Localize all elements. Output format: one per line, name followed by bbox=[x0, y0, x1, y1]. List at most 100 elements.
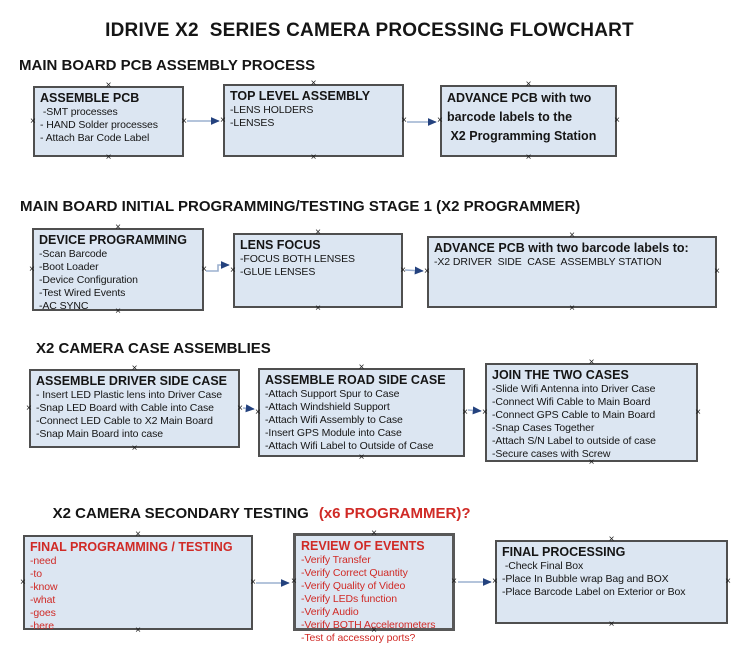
box-item: -Attach S/N Label to outside of case bbox=[492, 435, 656, 447]
box-final-programming-testing[interactable]: ×××× FINAL PROGRAMMING / TESTING -need -… bbox=[20, 530, 256, 636]
connection-anchor-icon: × bbox=[569, 230, 575, 241]
connection-anchor-icon: × bbox=[315, 227, 321, 238]
connection-anchor-icon: × bbox=[462, 406, 468, 418]
box-item: -Attach Support Spur to Case bbox=[265, 388, 400, 400]
box-header: REVIEW OF EVENTS bbox=[301, 539, 425, 553]
section-heading-initial-programming: MAIN BOARD INITIAL PROGRAMMING/TESTING S… bbox=[20, 198, 581, 215]
connection-anchor-icon: × bbox=[230, 264, 236, 276]
box-header: ASSEMBLE DRIVER SIDE CASE bbox=[36, 374, 228, 388]
connection-anchor-icon: × bbox=[358, 452, 365, 463]
box-item: - Insert LED Plastic lens into Driver Ca… bbox=[36, 389, 223, 401]
connection-anchor-icon: × bbox=[181, 115, 187, 127]
box-item: -Verify Transfer bbox=[301, 554, 371, 566]
connection-anchor-icon: × bbox=[26, 402, 32, 414]
flow-arrow-programming-to-lensfocus bbox=[206, 261, 230, 272]
box-device-programming[interactable]: ×××× DEVICE PROGRAMMING -Scan Barcode -B… bbox=[29, 223, 207, 317]
connection-anchor-icon: × bbox=[291, 576, 297, 587]
box-header: JOIN THE TWO CASES bbox=[492, 368, 629, 382]
box-item: -FOCUS BOTH LENSES bbox=[240, 253, 355, 265]
connection-anchor-icon: × bbox=[315, 303, 321, 314]
connection-anchor-icon: × bbox=[400, 264, 406, 276]
box-item: -Place Barcode Label on Exterior or Box bbox=[502, 586, 686, 598]
connection-anchor-icon: × bbox=[115, 222, 121, 233]
connection-anchor-icon: × bbox=[255, 406, 261, 418]
box-item: X2 Programming Station bbox=[447, 129, 597, 143]
box-header: FINAL PROCESSING bbox=[502, 545, 626, 559]
connection-anchor-icon: × bbox=[220, 114, 226, 126]
box-assemble-road-side-case[interactable]: × × × × ASSEMBLE ROAD SIDE CASE -Attach Sup… bbox=[255, 363, 468, 463]
connection-anchor-icon: × bbox=[131, 443, 138, 454]
box-item: -Insert GPS Module into Case bbox=[265, 427, 402, 439]
box-header: LENS FOCUS bbox=[240, 238, 321, 252]
connection-anchor-icon: × bbox=[525, 152, 532, 163]
box-item: -Attach Windshield Support bbox=[265, 401, 390, 413]
box-item: barcode labels to the bbox=[447, 110, 573, 124]
box-final-processing[interactable]: ×××× FINAL PROCESSING -Check Final Box -… bbox=[492, 535, 731, 630]
connection-anchor-icon: × bbox=[201, 263, 207, 275]
box-item: -to bbox=[30, 568, 42, 580]
connection-anchor-icon: × bbox=[608, 619, 615, 630]
connection-anchor-icon: × bbox=[250, 576, 256, 588]
section-heading-secondary-testing-red: (x6 PROGRAMMER)? bbox=[318, 505, 471, 522]
box-item: -Snap Main Board into case bbox=[36, 428, 163, 440]
box-header: TOP LEVEL ASSEMBLY bbox=[230, 89, 371, 103]
box-item: -Test of accessory ports? bbox=[301, 632, 416, 644]
page-title: IDRIVE X2 SERIES CAMERA PROCESSING FLOWC… bbox=[105, 20, 634, 41]
flow-arrow-lensfocus-to-advance bbox=[404, 266, 424, 275]
connection-anchor-icon: × bbox=[525, 79, 532, 90]
box-join-the-two-cases[interactable]: ×××× JOIN THE TWO CASES -Slide Wifi Ante… bbox=[482, 358, 701, 468]
connection-anchor-icon: × bbox=[437, 115, 443, 126]
box-header: DEVICE PROGRAMMING bbox=[39, 233, 187, 247]
box-item: -Verify Correct Quantity bbox=[301, 567, 408, 579]
connection-anchor-icon: × bbox=[310, 78, 317, 89]
box-item: -LENSES bbox=[230, 117, 275, 129]
box-header: ASSEMBLE PCB bbox=[40, 91, 140, 105]
box-item: -Verify Quality of Video bbox=[301, 580, 406, 592]
connection-anchor-icon: × bbox=[492, 576, 498, 587]
connection-anchor-icon: × bbox=[725, 576, 731, 587]
box-item: -LENS HOLDERS bbox=[230, 104, 314, 116]
box-item: -Verify BOTH Accelerometers bbox=[301, 619, 436, 631]
box-advance-pcb-driver-side-station[interactable]: ×××× ADVANCE PCB with two barcode labels… bbox=[424, 231, 720, 314]
box-item: -SMT processes bbox=[40, 106, 118, 118]
box-assemble-driver-side-case[interactable]: ×××× ASSEMBLE DRIVER SIDE CASE - Insert … bbox=[26, 364, 243, 454]
section-heading-case-assemblies: X2 CAMERA CASE ASSEMBLIES bbox=[36, 340, 271, 357]
connection-anchor-icon: × bbox=[608, 534, 615, 545]
box-advance-pcb-programming-station[interactable]: ×××× ADVANCE PCB with two barcode labels… bbox=[437, 80, 620, 163]
box-item: -Place In Bubble wrap Bag and BOX bbox=[502, 573, 669, 585]
box-item: -Verify LEDs function bbox=[301, 593, 397, 605]
box-item: -Snap LED Board with Cable into Case bbox=[36, 402, 214, 414]
section-heading-secondary-testing-black: X2 CAMERA SECONDARY TESTING bbox=[52, 505, 309, 522]
box-item: -what bbox=[30, 594, 56, 606]
box-item: -Attach Wifi Label to Outside of Case bbox=[265, 440, 434, 452]
box-item: -X2 DRIVER SIDE CASE ASSEMBLY STATION bbox=[434, 256, 662, 268]
box-item: -Test Wired Events bbox=[39, 287, 126, 299]
box-header: FINAL PROGRAMMING / TESTING bbox=[30, 540, 233, 554]
connection-anchor-icon: × bbox=[105, 152, 112, 163]
box-item: -Boot Loader bbox=[39, 261, 99, 273]
box-top-level-assembly[interactable]: ×××× TOP LEVEL ASSEMBLY -LENS HOLDERS -L… bbox=[220, 79, 407, 163]
box-item: -Scan Barcode bbox=[39, 248, 108, 260]
flow-arrow-road-to-join bbox=[467, 406, 482, 415]
section-heading-secondary-testing: X2 CAMERA SECONDARY TESTING (x6 PROGRAMME… bbox=[36, 488, 471, 539]
box-item: -Device Configuration bbox=[39, 274, 138, 286]
box-review-of-events[interactable]: ×××× REVIEW OF EVENTS -Verify Transfer -… bbox=[291, 529, 457, 645]
box-assemble-pcb[interactable]: ×××× ASSEMBLE PCB -SMT processes - HAND … bbox=[30, 81, 187, 163]
connection-anchor-icon: × bbox=[237, 402, 243, 414]
box-header: ASSEMBLE ROAD SIDE CASE bbox=[265, 373, 446, 387]
connection-anchor-icon: × bbox=[424, 266, 430, 277]
box-item: -Slide Wifi Antenna into Driver Case bbox=[492, 383, 656, 395]
box-item: -goes bbox=[30, 607, 56, 619]
connection-anchor-icon: × bbox=[358, 362, 365, 373]
box-item: -Connect GPS Cable to Main Board bbox=[492, 409, 656, 421]
box-item: -need bbox=[30, 555, 57, 567]
connection-anchor-icon: × bbox=[614, 115, 620, 126]
box-item: -here bbox=[30, 620, 55, 632]
connection-anchor-icon: × bbox=[451, 576, 457, 587]
box-item: -Connect Wifi Cable to Main Board bbox=[492, 396, 651, 408]
box-item: -Verify Audio bbox=[301, 606, 359, 618]
connection-anchor-icon: × bbox=[482, 406, 488, 418]
box-lens-focus[interactable]: ×××× LENS FOCUS -FOCUS BOTH LENSES -GLUE… bbox=[230, 228, 406, 314]
connection-anchor-icon: × bbox=[105, 80, 112, 91]
